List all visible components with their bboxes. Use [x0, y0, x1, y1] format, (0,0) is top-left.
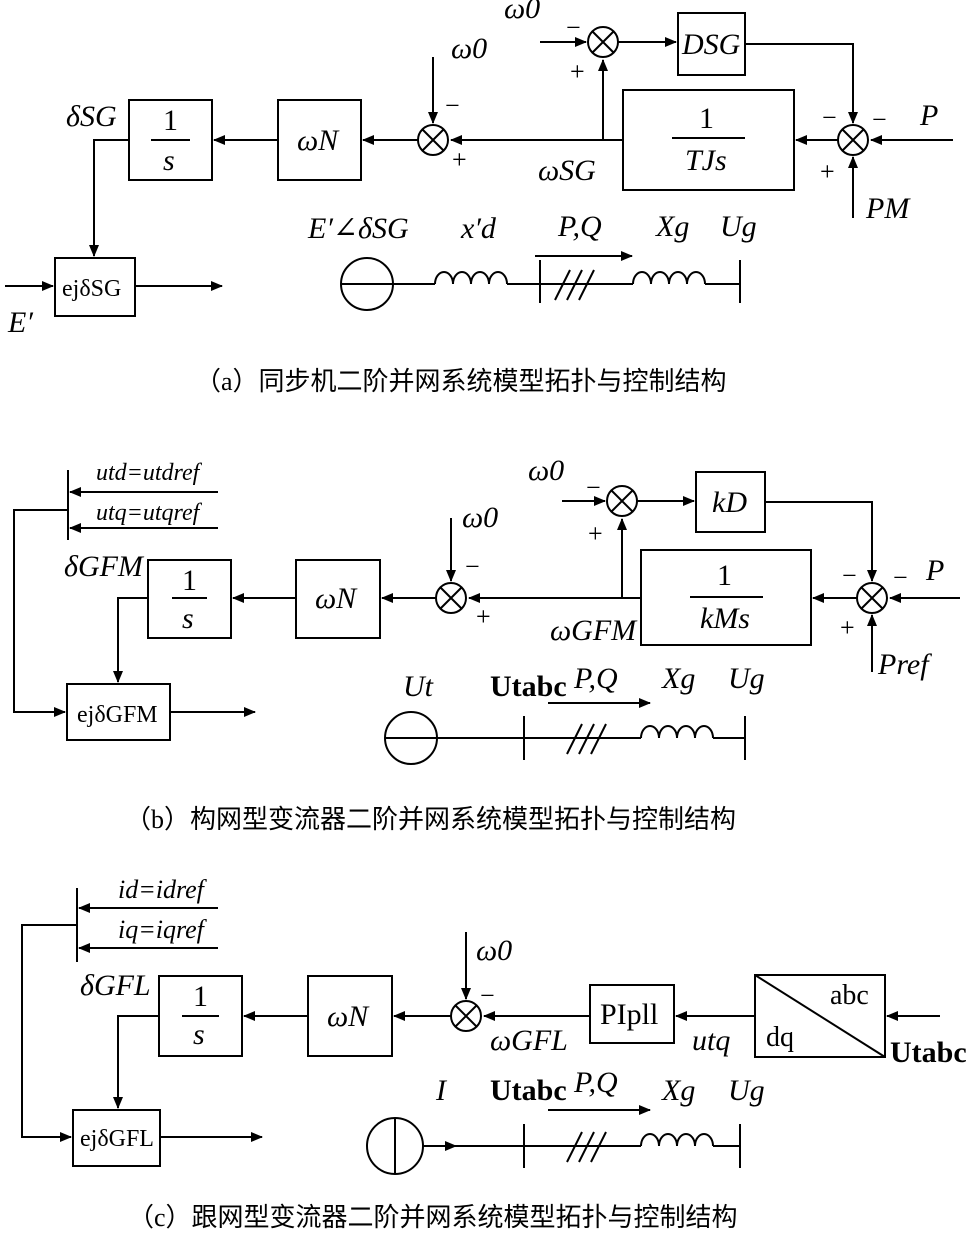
b-integrator-den: s — [182, 602, 194, 635]
a-sign: − — [872, 105, 887, 134]
caption-b: （b）构网型变流器二阶并网系统模型拓扑与控制结构 — [125, 805, 736, 834]
c-Ug: Ug — [728, 1074, 765, 1107]
b-Ut: Ut — [403, 670, 434, 703]
b-P: P — [925, 554, 944, 587]
reactance-xd — [434, 271, 508, 285]
c-abc: abc — [830, 980, 869, 1011]
voltage-source — [340, 257, 394, 311]
panel-b-grid-forming-converter — [13, 470, 960, 765]
a-sign: − — [445, 91, 460, 120]
voltage-source — [384, 711, 438, 765]
a-Eprime: E′ — [7, 306, 33, 339]
a-omega0-top: ω0 — [504, 0, 540, 25]
summing-junction-top — [606, 485, 638, 517]
b-Pref: Pref — [877, 648, 932, 681]
b-Utabc: Utabc — [490, 670, 567, 703]
c-omega0: ω0 — [476, 934, 512, 967]
a-PM: PM — [865, 192, 911, 225]
c-delta: δGFL — [80, 969, 151, 1002]
c-omega-gfl: ωGFL — [490, 1024, 568, 1057]
b-kD-label: kD — [712, 486, 747, 519]
b-sign: − — [842, 561, 857, 590]
reactance-xg — [632, 271, 706, 285]
caption-a: （a）同步机二阶并网系统模型拓扑与控制结构 — [195, 367, 727, 396]
c-Utabc: Utabc — [490, 1074, 567, 1107]
panel-c-grid-following-converter — [21, 888, 940, 1175]
b-Ug: Ug — [728, 662, 765, 695]
a-integrator-num: 1 — [163, 104, 178, 137]
a-inertia-den: TJs — [685, 144, 727, 177]
b-omega0-top: ω0 — [528, 454, 564, 487]
b-ref-td: utd=utdref — [96, 460, 203, 486]
summing-junction-top — [587, 26, 619, 58]
c-utq: utq — [692, 1024, 730, 1057]
reactance-xg — [640, 725, 714, 739]
panel-a-synchronous-generator — [5, 12, 953, 317]
panel-b-labels: utd=utdref utq=utqref δGFM ω0 − + kD ω0 … — [64, 454, 944, 728]
c-sign: − — [480, 981, 495, 1010]
b-sign: + — [588, 519, 603, 548]
c-pll-label: PIpll — [600, 998, 658, 1031]
a-sign: + — [820, 157, 835, 186]
c-PQ: P,Q — [573, 1066, 618, 1099]
b-sign: − — [586, 473, 601, 502]
a-omega0-mid: ω0 — [451, 32, 487, 65]
a-xd: x′d — [460, 212, 497, 245]
b-sign: + — [840, 613, 855, 642]
c-omegaN-label: ωN — [327, 1000, 370, 1033]
b-ref-tq: utq=utqref — [96, 500, 203, 526]
b-inertia-num: 1 — [717, 559, 732, 592]
c-Utabc-in: Utabc — [890, 1036, 966, 1069]
summing-junction-power — [856, 582, 888, 614]
summing-junction-mid — [417, 124, 449, 156]
a-inertia-num: 1 — [699, 102, 714, 135]
b-omegaN-label: ωN — [315, 582, 358, 615]
b-exp-label: ejδGFM — [77, 702, 158, 728]
a-sign: − — [566, 13, 581, 42]
a-P: P — [919, 99, 938, 132]
c-ref-d: id=idref — [118, 875, 208, 904]
summing-junction-mid — [435, 582, 467, 614]
b-sign: − — [893, 563, 908, 592]
b-PQ: P,Q — [573, 662, 618, 695]
current-source — [366, 1117, 424, 1175]
a-damping-label: DSG — [681, 28, 741, 61]
pll-block — [589, 984, 675, 1044]
b-integrator-num: 1 — [182, 564, 197, 597]
b-sign: + — [476, 602, 491, 631]
a-omega-sg: ωSG — [538, 154, 596, 187]
panel-a-labels: ω0 − + DSG ω0 − + ωSG 1 TJs − − + P PM ω… — [7, 0, 938, 339]
summing-junction — [450, 1000, 482, 1032]
b-inertia-den: kMs — [700, 602, 750, 635]
a-sign: + — [570, 57, 585, 86]
b-Xg: Xg — [661, 662, 695, 695]
a-delta: δSG — [66, 100, 117, 133]
c-Xg: Xg — [661, 1074, 695, 1107]
c-integrator-num: 1 — [193, 980, 208, 1013]
a-PQ: P,Q — [557, 210, 602, 243]
b-omega0-mid: ω0 — [462, 501, 498, 534]
a-sign: + — [452, 145, 467, 174]
c-integrator-den: s — [193, 1018, 205, 1051]
b-delta: δGFM — [64, 550, 145, 583]
panel-c-labels: id=idref iq=iqref δGFL ω0 − ωGFL PIpll u… — [80, 875, 966, 1152]
b-omega-gfm: ωGFM — [550, 614, 638, 647]
a-Xg: Xg — [655, 210, 689, 243]
c-dq: dq — [766, 1022, 794, 1053]
a-omegaN-label: ωN — [297, 124, 340, 157]
c-exp-label: ejδGFL — [80, 1126, 154, 1152]
c-ref-q: iq=iqref — [118, 915, 208, 944]
a-integrator-den: s — [163, 144, 175, 177]
a-source-label: E′∠δSG — [307, 212, 409, 245]
a-exp-label: ejδSG — [62, 276, 121, 302]
c-I: I — [435, 1074, 448, 1107]
summing-junction-power — [837, 124, 869, 156]
b-sign: − — [465, 552, 480, 581]
caption-c: （c）跟网型变流器二阶并网系统模型拓扑与控制结构 — [128, 1203, 738, 1232]
a-Ug: Ug — [720, 210, 757, 243]
a-sign: − — [822, 103, 837, 132]
reactance-xg — [640, 1133, 714, 1147]
